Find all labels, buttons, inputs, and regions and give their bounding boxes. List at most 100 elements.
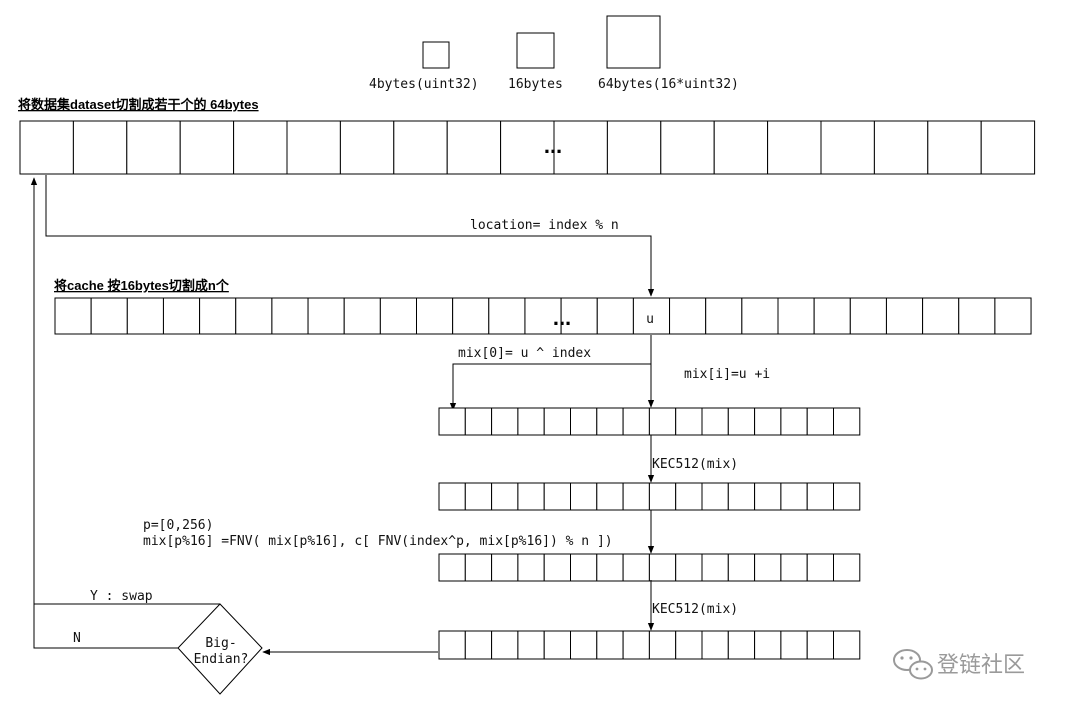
dataset-row <box>19 120 1036 175</box>
cache-row <box>54 297 1032 335</box>
mix-cell <box>727 407 756 436</box>
cache-cell <box>452 297 490 335</box>
mix-cell <box>438 630 466 660</box>
cache-cell <box>705 297 743 335</box>
mix-cell <box>833 630 861 660</box>
watermark-text: 登链社区 <box>937 653 1025 678</box>
no-branch-line <box>33 604 178 649</box>
cache-ellipsis: ... <box>553 305 571 330</box>
mix-cell <box>780 482 808 511</box>
mix-cell <box>491 630 519 660</box>
mix-cell <box>622 630 650 660</box>
mix-cell <box>648 630 677 660</box>
yes-branch-label: Y : swap <box>90 589 153 604</box>
cache-cell <box>235 297 273 335</box>
mix-cell <box>648 482 677 511</box>
mix-cell <box>543 407 572 436</box>
cache-cell <box>199 297 237 335</box>
mix-cell <box>464 482 493 511</box>
mixi-label: mix[i]=u +i <box>684 367 770 382</box>
dataset-cell <box>606 120 662 175</box>
mix-cell <box>438 553 466 582</box>
legend-label-16bytes: 16bytes <box>508 77 563 92</box>
mix-cell <box>570 553 598 582</box>
legend-label-64bytes: 64bytes(16*uint32) <box>598 77 739 92</box>
mix-cell <box>596 553 624 582</box>
mix-cell <box>754 407 782 436</box>
dataset-cell <box>286 120 341 175</box>
mix-cell <box>491 482 519 511</box>
mix-cell <box>701 630 729 660</box>
mix-array-after-kec512 <box>438 482 861 511</box>
dataset-cell <box>179 120 235 175</box>
mix-cell <box>570 630 598 660</box>
wechat-icon <box>893 649 933 680</box>
mix-cell <box>570 407 598 436</box>
dataset-cell <box>500 120 555 175</box>
big-endian-decision <box>177 603 263 695</box>
fnv-range-label: p=[0,256) <box>143 518 213 533</box>
mix-cell <box>833 407 861 436</box>
mix-cell <box>806 553 835 582</box>
mix-cell <box>780 553 808 582</box>
mix-cell <box>438 482 466 511</box>
mix-cell <box>701 407 729 436</box>
legend-box-4bytes <box>422 41 450 69</box>
dataset-cell <box>553 120 608 175</box>
mix-cell <box>754 553 782 582</box>
mix-cell <box>596 482 624 511</box>
legend: 4bytes(uint32) 16bytes 64bytes(16*uint32… <box>369 15 739 92</box>
cache-cell <box>379 297 418 335</box>
mix-cell <box>622 407 650 436</box>
dataset-cell <box>393 120 448 175</box>
mix-cell <box>701 553 729 582</box>
mix-cell <box>464 630 493 660</box>
dataset-cell <box>927 120 982 175</box>
dataset-cell <box>339 120 395 175</box>
mix-cell <box>648 553 677 582</box>
mix-cell <box>596 407 624 436</box>
mix-cell <box>754 482 782 511</box>
mix-cell <box>622 553 650 582</box>
cache-cell <box>958 297 996 335</box>
cache-cell <box>922 297 960 335</box>
mix-cell <box>491 407 519 436</box>
mix-array-initial <box>438 407 861 436</box>
decision-text-line1: Big- <box>205 636 236 651</box>
cache-cell <box>90 297 128 335</box>
cache-cell <box>849 297 887 335</box>
mix-cell <box>754 630 782 660</box>
cache-cell <box>777 297 815 335</box>
dataset-cell <box>820 120 875 175</box>
dataset-cell <box>767 120 822 175</box>
mix-cell <box>780 407 808 436</box>
dataset-cell <box>873 120 929 175</box>
cache-cell <box>994 297 1032 335</box>
mix-cell <box>806 482 835 511</box>
mix-cell <box>622 482 650 511</box>
mix0-label: mix[0]= u ^ index <box>458 346 591 361</box>
dataset-cell <box>72 120 128 175</box>
mix-cell <box>517 482 545 511</box>
cache-selected-cell-label: u <box>646 312 654 327</box>
kec512-label-2: KEC512(mix) <box>652 602 738 617</box>
dataset-row-title: 将数据集dataset切割成若干个的 64bytes <box>18 97 259 112</box>
cache-cell <box>813 297 851 335</box>
dataset-cell <box>233 120 288 175</box>
mix-cell <box>491 553 519 582</box>
mix-cell <box>727 482 756 511</box>
mix-cell <box>727 553 756 582</box>
cache-cell <box>271 297 309 335</box>
location-label: location= index % n <box>470 218 619 233</box>
mix-cell <box>543 482 572 511</box>
mix-cell <box>675 553 703 582</box>
location-arrow <box>45 175 655 297</box>
mix-cell <box>438 407 466 436</box>
dataset-cell <box>980 120 1036 175</box>
cache-cell <box>162 297 201 335</box>
mix-cell <box>780 630 808 660</box>
mix-cell <box>517 407 545 436</box>
mix-cell <box>833 482 861 511</box>
mix-cell <box>675 407 703 436</box>
